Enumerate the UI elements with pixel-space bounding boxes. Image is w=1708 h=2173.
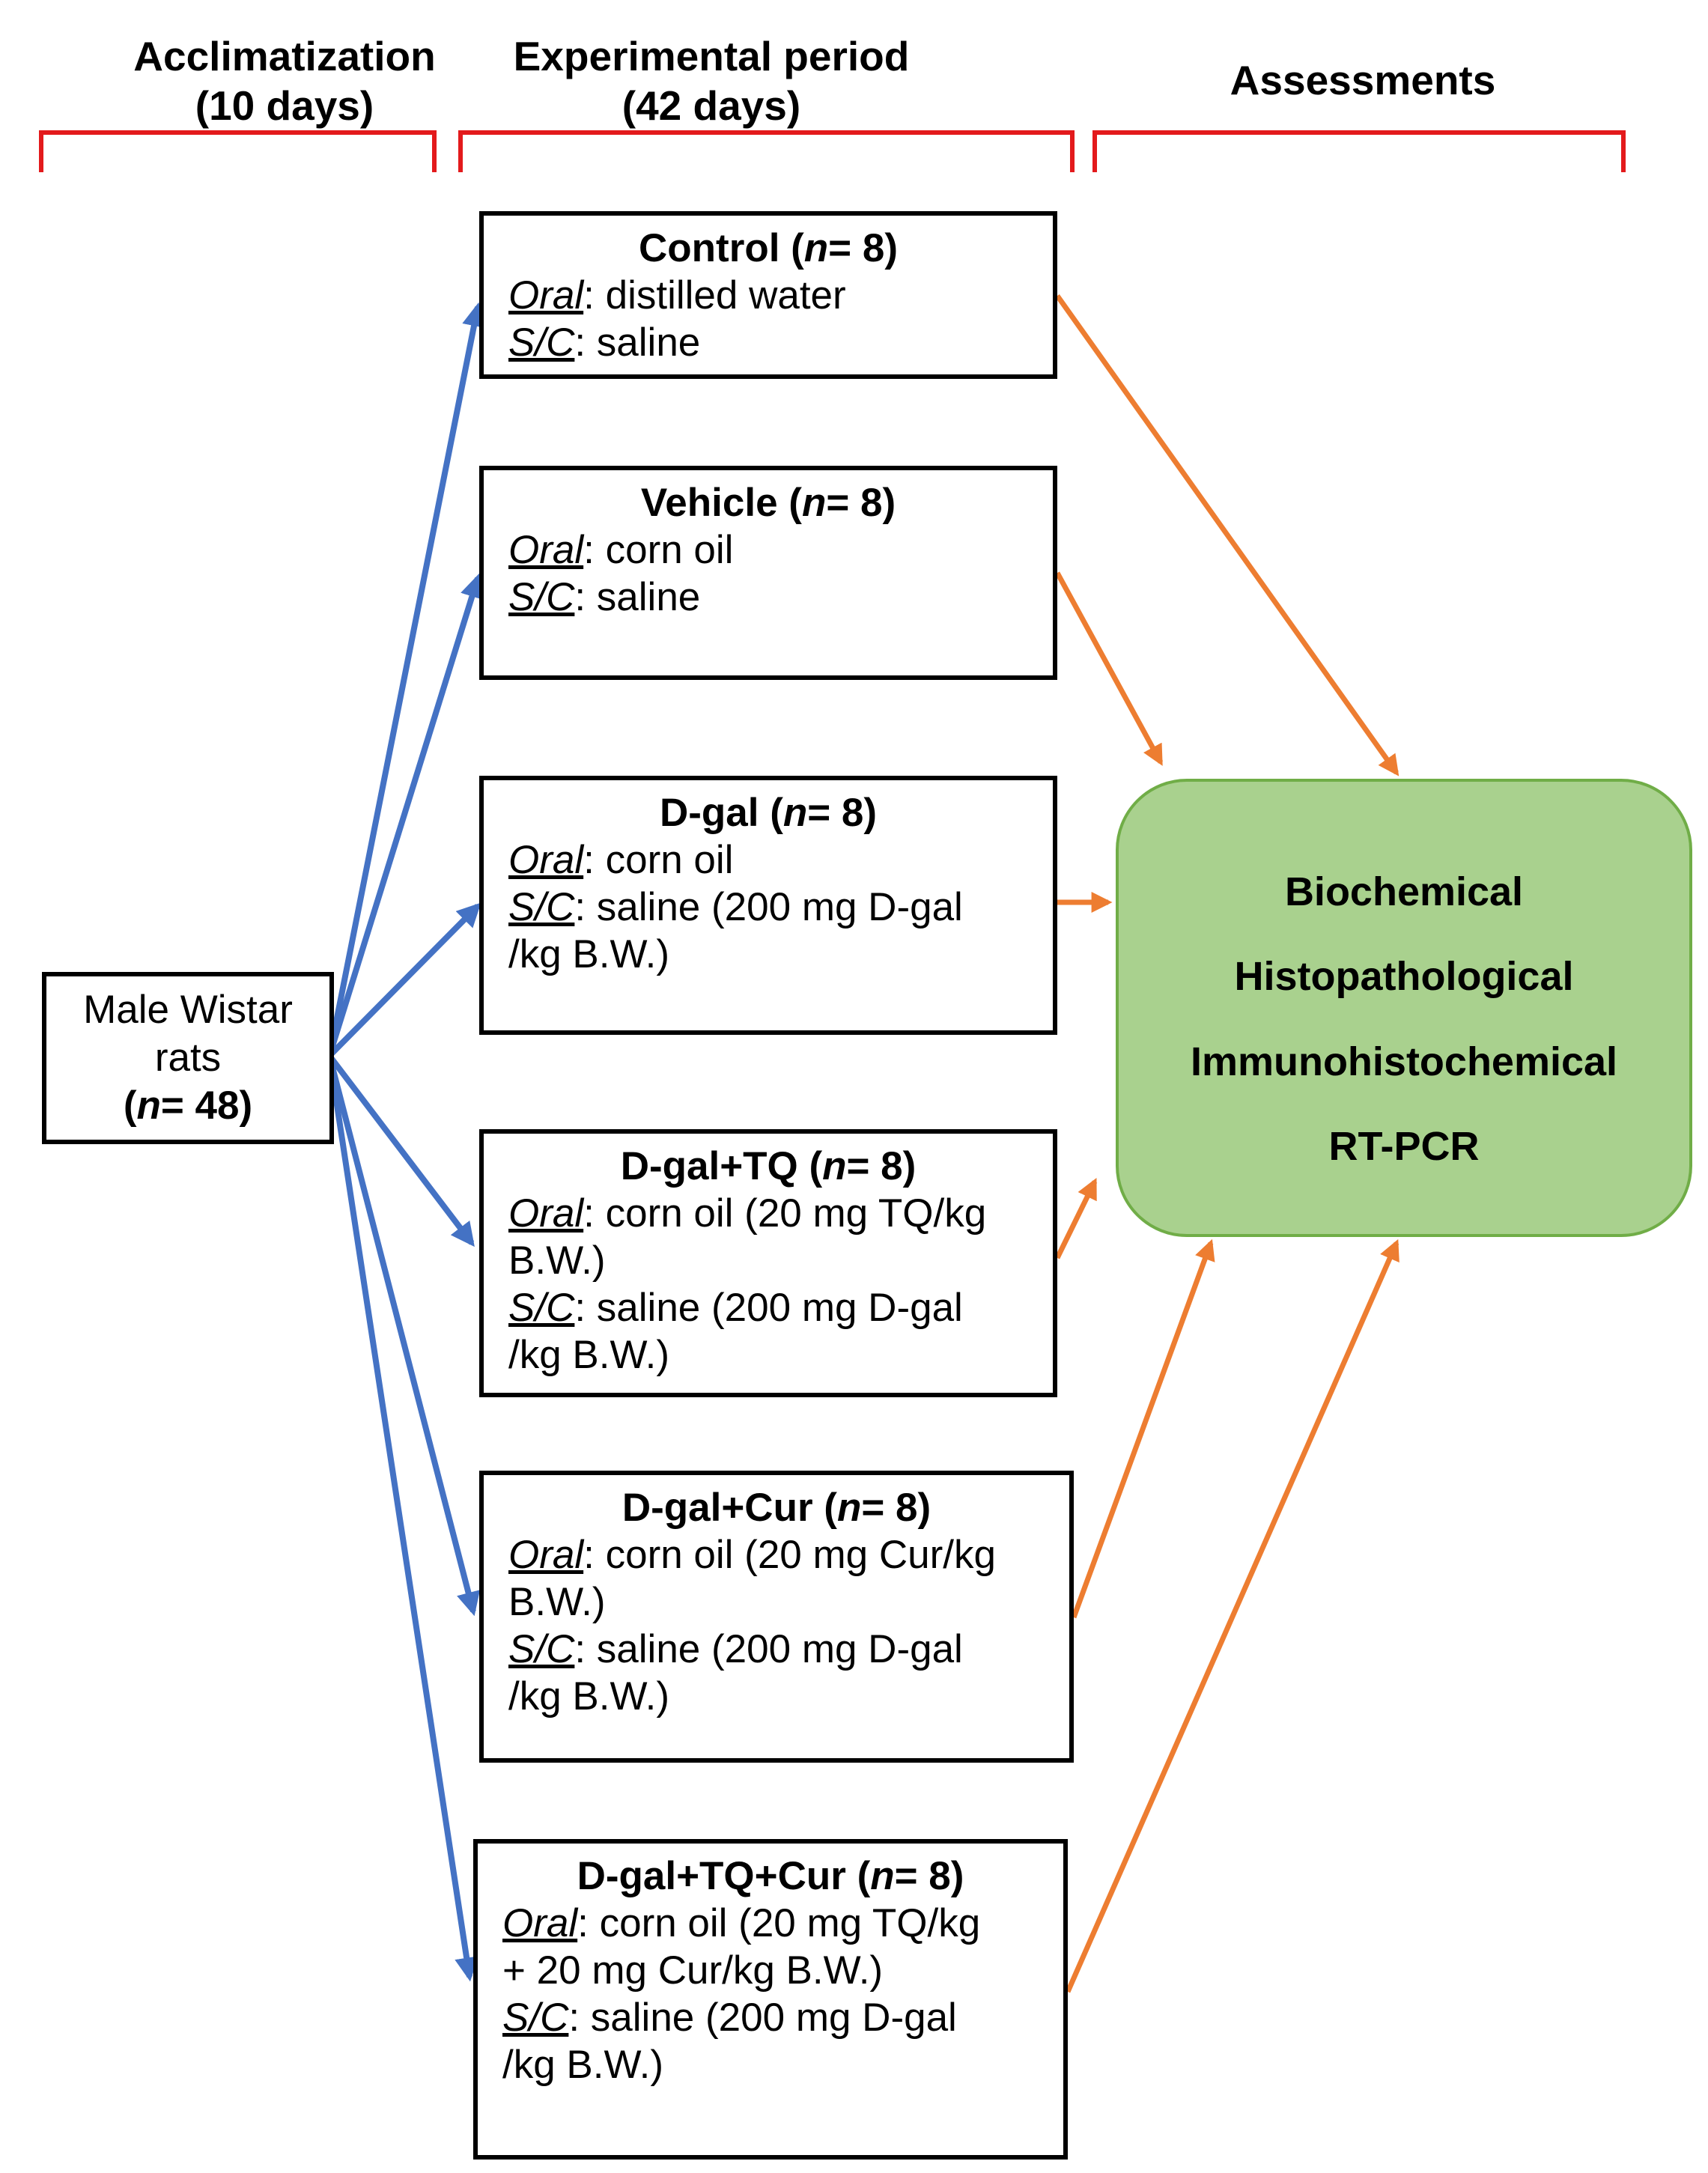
sc-route-line: S/C: saline xyxy=(508,575,701,619)
arrow-source-to-group-2 xyxy=(326,573,484,1057)
sc-route-line: /kg B.W.) xyxy=(508,1674,669,1718)
sc-route-label: S/C xyxy=(508,1286,575,1330)
group-box-5: D-gal+Cur (n= 8)Oral: corn oil (20 mg Cu… xyxy=(479,1471,1074,1763)
oral-route-label: Oral xyxy=(508,1191,584,1236)
assessment-immunohistochemical: Immunohistochemical xyxy=(1190,1039,1618,1084)
group-title: D-gal+TQ (n= 8) xyxy=(620,1144,917,1188)
group-box-4: D-gal+TQ (n= 8)Oral: corn oil (20 mg TQ/… xyxy=(479,1129,1057,1397)
group-box-6: D-gal+TQ+Cur (n= 8)Oral: corn oil (20 mg… xyxy=(473,1839,1068,2160)
arrow-source-to-group-1 xyxy=(326,302,486,1057)
phase-bracket-1 xyxy=(39,130,437,172)
sc-route-line: /kg B.W.) xyxy=(502,2043,663,2087)
oral-route-line: Oral: distilled water xyxy=(508,273,846,317)
group-title: Control (n= 8) xyxy=(639,226,898,270)
phase-acclimatization: Acclimatization (10 days) xyxy=(133,33,436,129)
source-box: Male Wistar rats (n= 48) xyxy=(42,972,334,1144)
sc-route-label: S/C xyxy=(508,885,575,929)
oral-route-label: Oral xyxy=(502,1901,578,1945)
oral-route-label: Oral xyxy=(508,273,584,317)
arrow-group-5-to-assessments xyxy=(1071,1239,1215,1619)
oral-route-line: Oral: corn oil (20 mg TQ/kg xyxy=(508,1191,987,1236)
phase-assessments: Assessments xyxy=(1230,57,1496,103)
arrow-group-6-to-assessments xyxy=(1065,1239,1399,1993)
sc-route-line: S/C: saline (200 mg D-gal xyxy=(508,885,963,929)
oral-route-line: Oral: corn oil xyxy=(508,838,734,882)
phase-bracket-3 xyxy=(1092,130,1626,172)
assessment-box: Biochemical Histopathological Immunohist… xyxy=(1116,779,1692,1237)
sc-route-line: /kg B.W.) xyxy=(508,932,669,976)
oral-route-label: Oral xyxy=(508,528,584,572)
oral-route-line: B.W.) xyxy=(508,1239,606,1283)
sc-route-label: S/C xyxy=(508,575,575,619)
sc-route-label: S/C xyxy=(508,1627,575,1671)
phase-bracket-2 xyxy=(458,130,1075,172)
oral-route-line: + 20 mg Cur/kg B.W.) xyxy=(502,1948,884,1993)
arrow-group-4-to-assessments xyxy=(1054,1177,1098,1259)
source-sample-size: (n= 48) xyxy=(123,1084,253,1128)
arrow-group-2-to-assessments xyxy=(1054,571,1164,766)
oral-route-label: Oral xyxy=(508,838,584,882)
assessment-rt-pcr: RT-PCR xyxy=(1328,1124,1480,1170)
assessment-biochemical: Biochemical xyxy=(1284,869,1524,914)
arrow-source-to-group-3 xyxy=(327,902,481,1058)
assessment-histopathological: Histopathological xyxy=(1234,954,1574,1000)
oral-route-line: Oral: corn oil (20 mg TQ/kg xyxy=(502,1901,981,1945)
arrow-source-to-group-4 xyxy=(326,1054,475,1247)
oral-route-label: Oral xyxy=(508,1533,584,1577)
sc-route-line: /kg B.W.) xyxy=(508,1333,669,1377)
sc-route-line: S/C: saline (200 mg D-gal xyxy=(508,1627,963,1671)
arrow-group-1-to-assessments xyxy=(1055,294,1399,776)
sc-route-label: S/C xyxy=(502,1996,569,2040)
sc-route-line: S/C: saline (200 mg D-gal xyxy=(502,1996,957,2040)
group-title: Vehicle (n= 8) xyxy=(640,481,896,525)
arrow-source-to-group-6 xyxy=(326,1055,478,1982)
oral-route-line: Oral: corn oil (20 mg Cur/kg xyxy=(508,1533,996,1577)
sc-route-label: S/C xyxy=(508,320,575,365)
arrow-source-to-group-5 xyxy=(326,1054,481,1617)
group-title: D-gal (n= 8) xyxy=(659,791,878,835)
group-title: D-gal+Cur (n= 8) xyxy=(621,1486,932,1530)
sc-route-line: S/C: saline (200 mg D-gal xyxy=(508,1286,963,1330)
oral-route-line: Oral: corn oil xyxy=(508,528,734,572)
oral-route-line: B.W.) xyxy=(508,1580,606,1624)
group-title: D-gal+TQ+Cur (n= 8) xyxy=(577,1854,964,1898)
phase-experimental-period: Experimental period (42 days) xyxy=(513,33,910,129)
sc-route-line: S/C: saline xyxy=(508,320,701,365)
